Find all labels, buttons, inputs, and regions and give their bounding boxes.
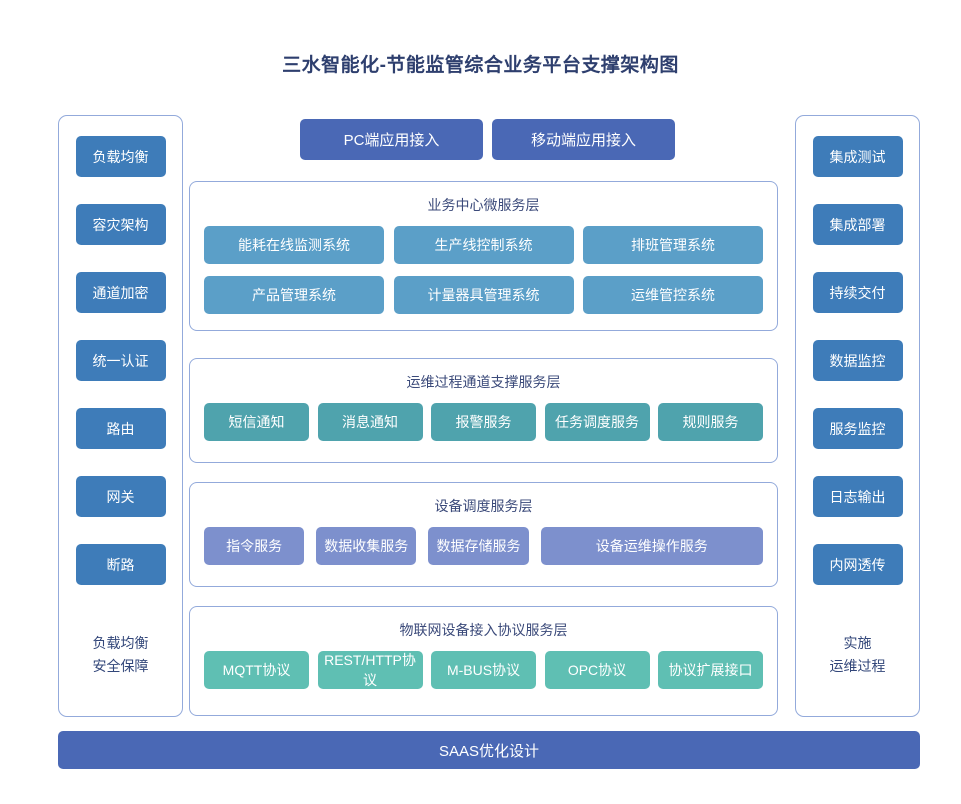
- service-alarm[interactable]: 报警服务: [431, 403, 536, 441]
- protocol-layer-row: MQTT协议 REST/HTTP协议 M-BUS协议 OPC协议 协议扩展接口: [190, 651, 777, 689]
- service-metering-device-management[interactable]: 计量器具管理系统: [393, 276, 574, 314]
- sidebar-item-gateway[interactable]: 网关: [75, 476, 166, 517]
- left-column-footer-line1: 负载均衡: [92, 635, 149, 651]
- sidebar-item-unified-auth[interactable]: 统一认证: [75, 340, 166, 381]
- service-shift-management[interactable]: 排班管理系统: [583, 226, 763, 264]
- service-message-notification[interactable]: 消息通知: [317, 403, 423, 441]
- service-data-collection[interactable]: 数据收集服务: [316, 527, 417, 565]
- service-energy-monitoring[interactable]: 能耗在线监测系统: [204, 226, 384, 264]
- sidebar-item-channel-encryption[interactable]: 通道加密: [75, 272, 166, 313]
- left-column-footer: 负载均衡 安全保障: [93, 632, 149, 678]
- protocol-opc[interactable]: OPC协议: [544, 651, 650, 689]
- page-title: 三水智能化-节能监管综合业务平台支撑架构图: [282, 55, 679, 76]
- right-support-column: 集成测试 集成部署 持续交付 数据监控 服务监控 日志输出 内网透传 实施 运维…: [795, 115, 920, 717]
- sidebar-item-circuit-breaker[interactable]: 断路: [75, 544, 166, 585]
- service-task-scheduling[interactable]: 任务调度服务: [544, 403, 650, 441]
- sidebar-item-integration-deploy[interactable]: 集成部署: [812, 204, 903, 245]
- device-layer-row: 指令服务 数据收集服务 数据存储服务 设备运维操作服务: [190, 527, 777, 565]
- left-column-footer-line2: 安全保障: [92, 658, 149, 674]
- business-microservice-layer: 业务中心微服务层 能耗在线监测系统 生产线控制系统 排班管理系统 产品管理系统 …: [189, 181, 778, 331]
- protocol-layer-title: 物联网设备接入协议服务层: [399, 622, 568, 638]
- service-sms-notification[interactable]: 短信通知: [204, 403, 309, 441]
- service-device-ops-operation[interactable]: 设备运维操作服务: [540, 527, 763, 565]
- right-column-footer: 实施 运维过程: [830, 632, 886, 678]
- sidebar-item-service-monitoring[interactable]: 服务监控: [812, 408, 903, 449]
- service-product-management[interactable]: 产品管理系统: [204, 276, 384, 314]
- ops-channel-support-layer: 运维过程通道支撑服务层 短信通知 消息通知 报警服务 任务调度服务 规则服务: [189, 358, 778, 463]
- pc-access-box[interactable]: PC端应用接入: [300, 119, 483, 160]
- application-access-row: PC端应用接入 移动端应用接入: [300, 119, 675, 160]
- right-column-footer-line1: 实施: [843, 635, 872, 651]
- sidebar-item-routing[interactable]: 路由: [75, 408, 166, 449]
- business-layer-row-2: 产品管理系统 计量器具管理系统 运维管控系统: [190, 276, 777, 314]
- sidebar-item-data-monitoring[interactable]: 数据监控: [812, 340, 903, 381]
- service-rule-engine[interactable]: 规则服务: [658, 403, 763, 441]
- service-production-line-control[interactable]: 生产线控制系统: [393, 226, 574, 264]
- service-command[interactable]: 指令服务: [204, 527, 305, 565]
- channel-layer-row: 短信通知 消息通知 报警服务 任务调度服务 规则服务: [190, 403, 777, 441]
- sidebar-item-log-output[interactable]: 日志输出: [812, 476, 903, 517]
- protocol-mqtt[interactable]: MQTT协议: [204, 651, 309, 689]
- service-data-storage[interactable]: 数据存储服务: [428, 527, 529, 565]
- sidebar-item-integration-test[interactable]: 集成测试: [812, 136, 903, 177]
- device-layer-title: 设备调度服务层: [434, 498, 533, 514]
- protocol-rest-http[interactable]: REST/HTTP协议: [317, 651, 423, 689]
- business-layer-title: 业务中心微服务层: [427, 197, 540, 213]
- channel-layer-title: 运维过程通道支撑服务层: [406, 374, 561, 390]
- protocol-mbus[interactable]: M-BUS协议: [431, 651, 536, 689]
- sidebar-item-continuous-delivery[interactable]: 持续交付: [812, 272, 903, 313]
- service-ops-control[interactable]: 运维管控系统: [583, 276, 763, 314]
- saas-optimization-bar[interactable]: SAAS优化设计: [58, 731, 920, 769]
- device-scheduling-layer: 设备调度服务层 指令服务 数据收集服务 数据存储服务 设备运维操作服务: [189, 482, 778, 587]
- sidebar-item-disaster-recovery[interactable]: 容灾架构: [75, 204, 166, 245]
- sidebar-item-intranet-tunneling[interactable]: 内网透传: [812, 544, 903, 585]
- iot-protocol-access-layer: 物联网设备接入协议服务层 MQTT协议 REST/HTTP协议 M-BUS协议 …: [189, 606, 778, 716]
- sidebar-item-load-balance[interactable]: 负载均衡: [75, 136, 166, 177]
- right-column-footer-line2: 运维过程: [829, 658, 886, 674]
- business-layer-row-1: 能耗在线监测系统 生产线控制系统 排班管理系统: [190, 226, 777, 264]
- protocol-extension-interface[interactable]: 协议扩展接口: [658, 651, 763, 689]
- mobile-access-box[interactable]: 移动端应用接入: [492, 119, 675, 160]
- left-support-column: 负载均衡 容灾架构 通道加密 统一认证 路由 网关 断路 负载均衡 安全保障: [58, 115, 183, 717]
